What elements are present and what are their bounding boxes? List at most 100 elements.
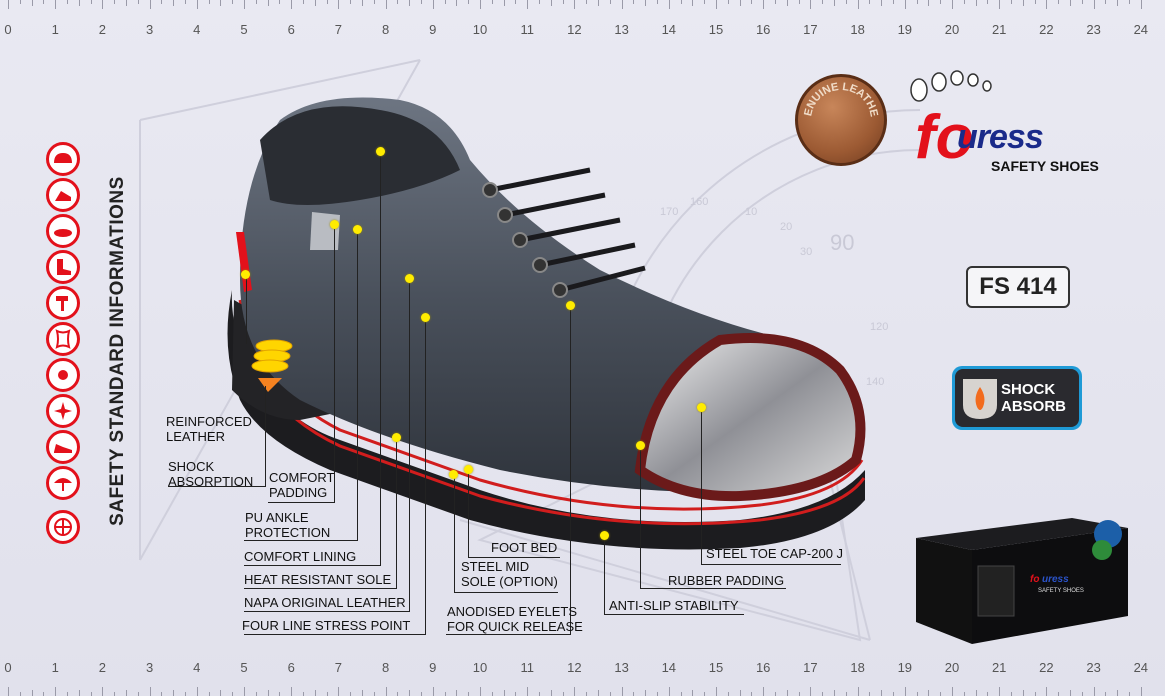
ruler-tick — [503, 0, 505, 6]
ruler-tick — [78, 690, 80, 696]
svg-text:140: 140 — [866, 376, 884, 388]
label-napa-original-leather: NAPA ORIGINAL LEATHER — [244, 595, 406, 610]
ruler-tick — [1081, 0, 1083, 4]
leader-line — [244, 634, 426, 635]
ruler-number: 11 — [520, 22, 534, 37]
ruler-tick — [1129, 0, 1130, 4]
ruler-number: 18 — [850, 22, 865, 37]
ruler-tick — [409, 0, 411, 6]
ruler-number: 14 — [661, 660, 677, 675]
ruler-tick — [786, 0, 788, 6]
ruler-tick — [362, 690, 363, 696]
ruler-tick — [432, 0, 434, 9]
ruler-tick — [1117, 690, 1119, 696]
ruler-tick — [916, 692, 918, 696]
ruler-tick — [149, 0, 151, 9]
model-number: FS 414 — [966, 266, 1070, 308]
ruler-tick — [444, 0, 446, 4]
ruler-number: 12 — [567, 660, 582, 675]
ruler-tick — [1129, 692, 1130, 696]
ruler-tick — [657, 0, 658, 4]
ruler-number: 13 — [614, 22, 629, 37]
leader-line — [701, 408, 702, 564]
leader-line — [409, 280, 410, 611]
leader-line — [425, 318, 426, 634]
ruler-tick — [220, 0, 222, 6]
ruler-tick — [633, 0, 635, 4]
ruler-tick — [90, 692, 92, 696]
callout-dot — [464, 465, 473, 474]
ruler-tick — [385, 0, 387, 9]
ruler-tick — [775, 0, 776, 4]
ruler-tick — [1070, 690, 1071, 696]
ruler-number: 15 — [708, 660, 724, 675]
ruler-tick — [185, 692, 186, 696]
leader-line — [570, 306, 571, 634]
ruler-tick — [468, 0, 470, 4]
ruler-tick — [1022, 690, 1024, 696]
brand-name: uress — [957, 118, 1044, 156]
ruler-tick — [291, 0, 293, 9]
ruler-number: 4 — [193, 660, 201, 675]
leader-line — [701, 564, 841, 565]
ruler-number: 8 — [381, 22, 390, 37]
ruler-tick — [668, 687, 670, 696]
ruler-tick — [291, 687, 293, 696]
brand-logo: fo uress SAFETY SHOES — [905, 70, 1120, 180]
ruler-number: 12 — [567, 22, 582, 37]
ruler-tick — [196, 0, 198, 9]
brand-initial: fo — [915, 103, 974, 172]
ruler-tick — [751, 0, 753, 4]
ruler-tick — [244, 687, 245, 696]
ruler-tick — [881, 690, 883, 696]
leader-line — [604, 536, 605, 614]
ruler-tick — [1081, 692, 1083, 696]
ruler-tick — [562, 692, 564, 696]
ruler-tick — [102, 687, 104, 696]
ruler-tick — [940, 0, 942, 4]
ruler-tick — [137, 0, 139, 4]
ruler-tick — [173, 690, 175, 696]
ruler-number: 20 — [944, 22, 960, 37]
svg-text:120: 120 — [870, 321, 888, 333]
leader-line — [244, 540, 358, 541]
ruler-tick — [716, 0, 717, 9]
ruler-tick — [208, 0, 210, 4]
ruler-tick — [1034, 0, 1036, 4]
ruler-tick — [397, 692, 399, 696]
ruler-tick — [244, 0, 245, 9]
ruler-tick — [562, 0, 564, 4]
ruler-tick — [31, 0, 33, 6]
leader-line — [468, 557, 560, 558]
ruler-number: 5 — [240, 660, 248, 675]
ruler-tick — [550, 690, 552, 696]
ruler-tick — [645, 690, 647, 696]
ruler-tick — [586, 692, 588, 696]
ruler-number: 7 — [334, 22, 343, 37]
ruler-tick — [987, 692, 989, 696]
ruler-number: 22 — [1039, 22, 1054, 37]
ruler-tick — [161, 692, 163, 696]
leader-line — [246, 274, 247, 344]
ruler-tick — [822, 0, 824, 4]
ruler-tick — [1105, 0, 1107, 4]
ruler-number: 10 — [472, 22, 488, 37]
leather-icon — [46, 322, 80, 356]
ruler-tick — [609, 692, 611, 696]
ruler-tick — [67, 692, 68, 696]
ruler-tick — [539, 692, 540, 696]
ruler-tick — [527, 0, 529, 9]
ruler-tick — [1011, 692, 1012, 696]
ruler-tick — [303, 0, 304, 4]
ruler-tick — [904, 0, 906, 9]
ruler-tick — [963, 692, 965, 696]
ruler-tick — [621, 0, 623, 9]
ruler-tick — [43, 692, 45, 696]
ruler-tick — [928, 0, 930, 6]
